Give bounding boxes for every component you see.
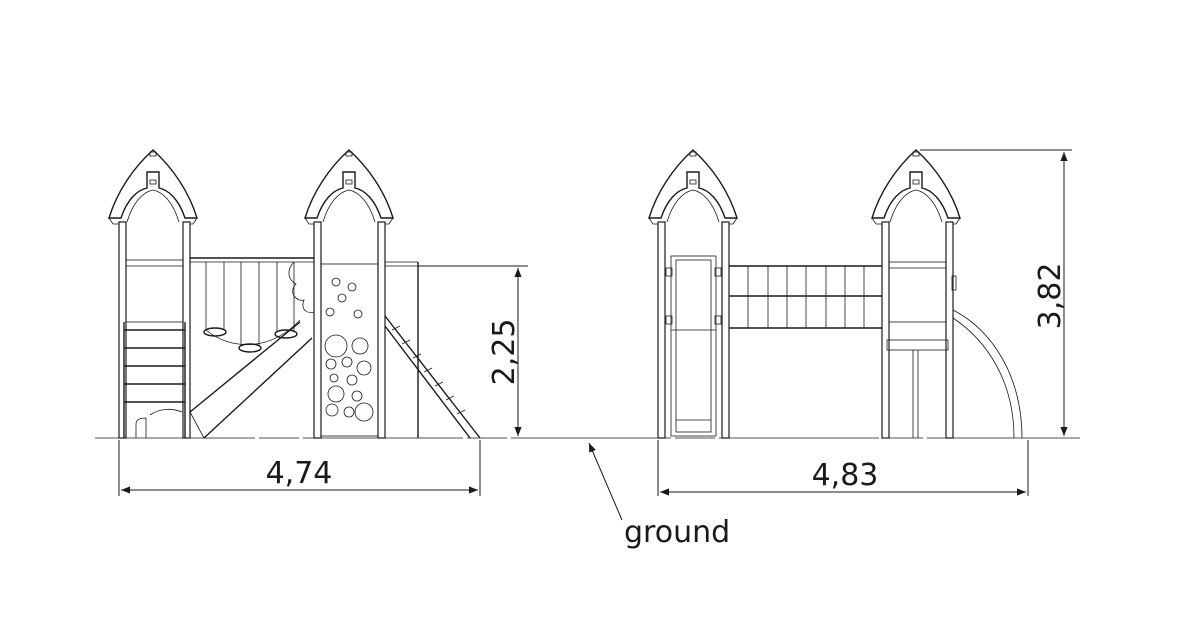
climbing-ramp <box>384 315 481 439</box>
left-width-text: 4,74 <box>266 456 333 491</box>
stub <box>135 417 147 438</box>
net-bridge <box>729 265 884 329</box>
right-width-text: 4,83 <box>812 458 879 493</box>
right-tower-a-post-a <box>657 221 666 439</box>
dimension-right-width: 4,83 <box>657 440 1029 496</box>
ladder <box>123 322 186 438</box>
dimension-total-height: 3,82 <box>920 149 1072 436</box>
slide-front <box>665 255 722 437</box>
platform-height-text: 2,25 <box>487 319 522 386</box>
center-tower-post-b <box>377 221 386 439</box>
left-elevation <box>108 149 481 439</box>
right-tower-b-post-a <box>881 221 890 439</box>
climbing-wall <box>320 263 379 437</box>
left-tower-roof <box>108 149 198 225</box>
left-tower-panel <box>125 259 184 323</box>
curved-slide <box>951 275 1023 439</box>
right-tower-b-roof <box>871 149 961 225</box>
dimension-left-width: 4,74 <box>118 440 481 496</box>
dimension-platform-height: 2,25 <box>418 265 528 436</box>
center-tower-roof <box>304 149 394 225</box>
right-elevation <box>648 149 1023 439</box>
center-tower-post-a <box>313 221 322 439</box>
right-tower-a-post-b <box>721 221 730 439</box>
ground-label: ground <box>624 515 730 550</box>
suspension-bridge <box>189 257 315 439</box>
right-tower-b-post-b <box>945 221 954 439</box>
ground-callout: ground <box>588 442 730 550</box>
right-tower-a-roof <box>648 149 738 225</box>
total-height-text: 3,82 <box>1033 263 1068 330</box>
